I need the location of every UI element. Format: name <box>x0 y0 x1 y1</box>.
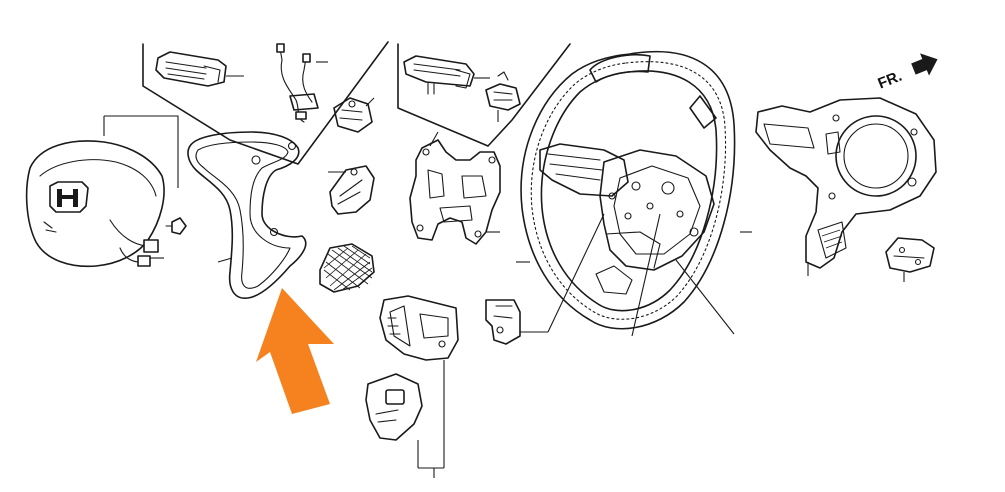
lower-switch-bracket-part <box>379 295 459 468</box>
fr-label: FR. <box>876 68 905 93</box>
lower-switch-cover-part <box>365 373 444 478</box>
front-arrow-icon <box>911 53 938 76</box>
airbag-module-part <box>25 115 187 268</box>
upper-cover-part <box>328 165 375 215</box>
inset-box-left <box>142 41 389 165</box>
honda-logo-icon <box>49 181 89 213</box>
front-direction-marker: FR. <box>876 53 938 93</box>
cruise-switch-part <box>155 51 244 87</box>
highlight-arrow-icon <box>256 288 334 414</box>
hinge-bracket-part <box>485 299 548 345</box>
center-bracket-part <box>409 131 501 245</box>
inset-box-middle <box>397 43 571 147</box>
mount-bracket-part <box>885 237 935 282</box>
grille-cover-part <box>319 243 375 293</box>
paddle-switch-part <box>403 55 490 95</box>
audio-switch-part <box>333 97 375 133</box>
wire-harness-part <box>276 43 328 123</box>
steering-wheel-lower-garnish <box>187 131 307 299</box>
steering-wheel-part <box>516 50 752 337</box>
clip-part <box>485 71 521 122</box>
steering-column-cover-part <box>755 97 937 276</box>
